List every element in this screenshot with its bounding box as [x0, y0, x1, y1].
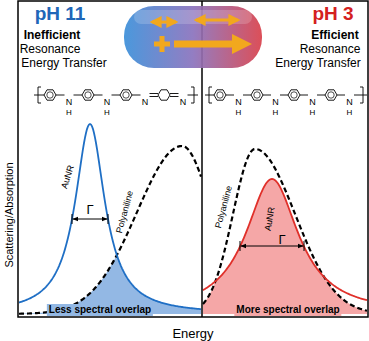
gamma-tick [72, 214, 73, 224]
aromatic-circle [291, 92, 297, 98]
atom-label: N [66, 98, 73, 107]
atom-label: H [104, 109, 110, 117]
atom-label: N [272, 98, 279, 107]
benzene-ring [214, 90, 226, 100]
atom-label: H [236, 109, 242, 117]
atom-label: H [273, 109, 279, 117]
efficiency-label: Inefficient [24, 29, 81, 41]
gamma-arrow [241, 246, 303, 247]
bond [170, 96, 179, 97]
gamma-tick [108, 214, 109, 224]
curve-label: AuNR [60, 164, 76, 190]
benzene-ring [82, 90, 94, 100]
aromatic-circle [123, 92, 129, 98]
atom-label: N [346, 98, 353, 107]
bond [205, 95, 214, 96]
ph-label: pH 11 [35, 4, 86, 23]
process-label: Energy Transfer [21, 57, 106, 69]
bond [337, 95, 345, 96]
axis-label: Energy [172, 327, 213, 340]
gold-nanorod [124, 6, 262, 68]
process-label: Energy Transfer [275, 57, 360, 69]
rod-highlight [134, 10, 252, 24]
bond [170, 93, 179, 94]
atom-label: H [66, 109, 72, 117]
benzene-ring [120, 90, 132, 100]
arrow-head [232, 34, 252, 54]
axis-label: Scattering/Absorption [4, 162, 15, 267]
spectra [19, 124, 367, 314]
aunr-curve [203, 179, 367, 300]
benzene-ring [44, 90, 56, 100]
gamma-tick [304, 241, 305, 251]
plus-sign [160, 36, 165, 52]
bond [243, 95, 251, 96]
efficiency-label: Efficient [311, 29, 358, 41]
ph-label: pH 3 [312, 4, 353, 23]
dipole-arrow [152, 21, 176, 24]
bond [150, 96, 159, 97]
gamma-arrow [73, 219, 107, 220]
bond [354, 95, 367, 96]
gamma-tick [240, 241, 241, 251]
curve-label: Polyaniline [115, 190, 135, 234]
bond [226, 95, 234, 96]
curve-label: Polyaniline [214, 185, 234, 229]
bond [280, 95, 288, 96]
aromatic-circle [47, 92, 53, 98]
bond [34, 95, 44, 96]
atom-label: N [142, 98, 149, 107]
overlap-fill [203, 179, 367, 314]
process-label: Resonance [300, 43, 361, 55]
rod-body [124, 6, 262, 68]
linewidth-symbol: Γ [278, 233, 285, 246]
bond [112, 95, 121, 96]
bond [300, 95, 308, 96]
dipole-arrow [196, 19, 238, 22]
bond [188, 95, 199, 96]
bond [263, 95, 271, 96]
benzene-ring [251, 90, 263, 100]
aromatic-circle [217, 92, 223, 98]
aunr-curve [19, 124, 201, 309]
bond [74, 95, 83, 96]
polyaniline-curve [203, 149, 367, 311]
benzene-ring [158, 90, 170, 100]
atom-label: N [235, 98, 242, 107]
bond [56, 95, 65, 96]
benzene-ring [288, 90, 300, 100]
bond [317, 95, 325, 96]
bond [94, 95, 103, 96]
overlap-label: More spectral overlap [234, 304, 341, 316]
benzene-ring [325, 90, 337, 100]
dipole-arrow [174, 41, 234, 48]
atom-label: H [347, 109, 353, 117]
process-label: Resonance [20, 43, 81, 55]
overlap-label: Less spectral overlap [47, 304, 153, 316]
bond [132, 95, 141, 96]
atom-label: N [309, 98, 316, 107]
aromatic-circle [254, 92, 260, 98]
bond [150, 93, 159, 94]
aromatic-circle [328, 92, 334, 98]
atom-label: H [310, 109, 316, 117]
linewidth-symbol: Γ [86, 203, 93, 216]
curve-label: AuNR [263, 206, 276, 231]
plot-frame [18, 1, 368, 317]
atom-label: N [180, 98, 187, 107]
aromatic-circle [85, 92, 91, 98]
polymer-structures [34, 87, 367, 103]
atom-label: N [104, 98, 111, 107]
